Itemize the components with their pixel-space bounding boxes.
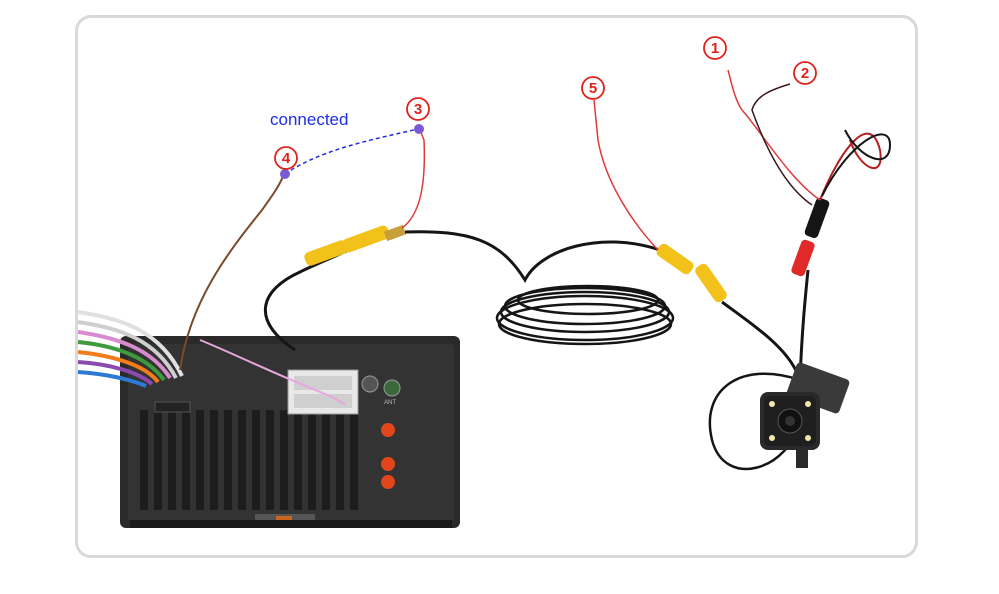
rca-connector-left [304, 224, 407, 266]
junction-dot-3 [414, 124, 424, 134]
marker-2-label: 2 [801, 65, 809, 82]
head-unit: ANT [120, 336, 460, 528]
junction-dot-4 [280, 169, 290, 179]
red-wire-1 [727, 69, 821, 201]
red-wire-3 [401, 129, 426, 229]
rear-camera [760, 362, 850, 468]
red-wire-5 [593, 99, 659, 251]
connected-label: connected [270, 110, 348, 129]
marker-1-label: 1 [711, 40, 719, 57]
extension-cable [404, 230, 661, 284]
marker-4-label: 4 [282, 150, 291, 167]
marker-4: 4 [274, 146, 298, 170]
marker-5-label: 5 [589, 80, 597, 97]
connected-dashed-line [284, 128, 419, 175]
camera-cable [721, 300, 802, 381]
rca-connector-right [656, 243, 727, 303]
ant-label: ANT [384, 400, 396, 406]
power-plug [791, 197, 830, 277]
black-wire-2 [751, 83, 813, 206]
wire-harness [77, 310, 346, 405]
marker-1: 1 [703, 36, 727, 60]
marker-5: 5 [581, 76, 605, 100]
coiled-cable [495, 284, 675, 346]
brown-wire [179, 173, 285, 371]
marker-3: 3 [406, 97, 430, 121]
marker-2: 2 [793, 61, 817, 85]
marker-3-label: 3 [414, 101, 422, 118]
power-leads-loop [819, 132, 882, 201]
